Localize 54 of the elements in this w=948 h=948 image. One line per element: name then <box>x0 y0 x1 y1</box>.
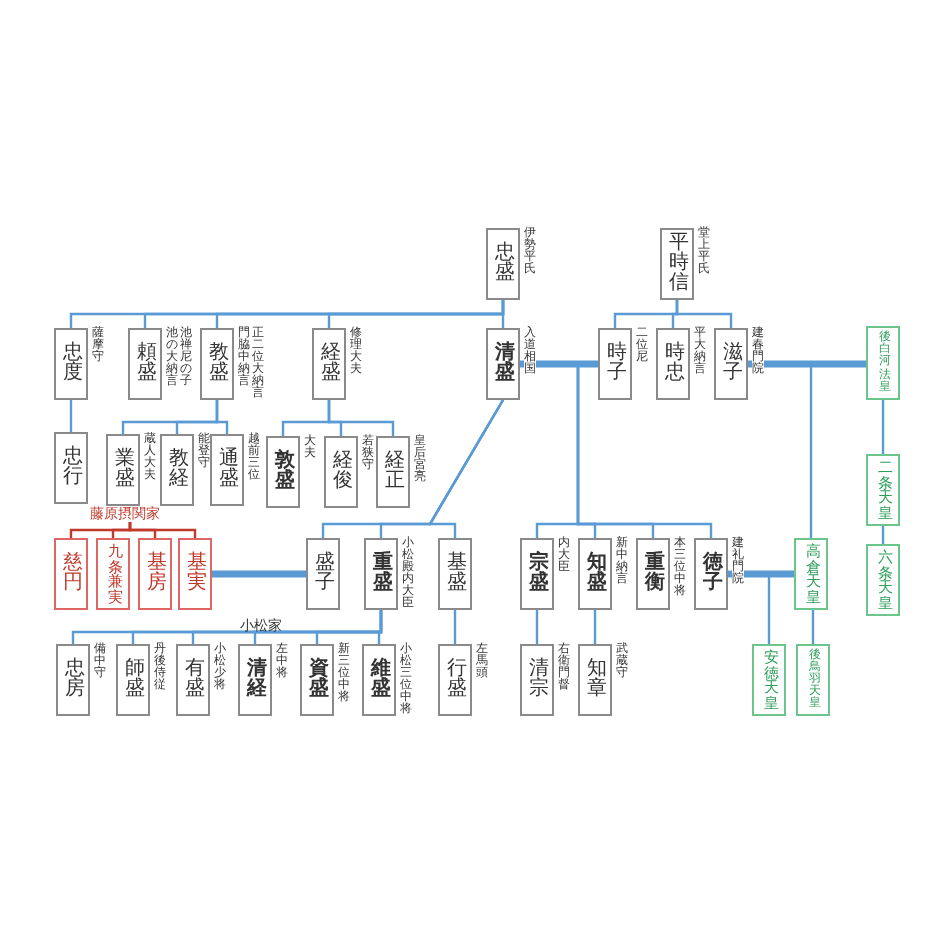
name-box: 清宗 <box>520 644 554 716</box>
name-box: 忠盛 <box>486 228 520 300</box>
lineage-line <box>427 399 505 538</box>
name-box: 経盛 <box>312 328 346 400</box>
name-box: 資盛 <box>300 644 334 716</box>
name-box: 慈円 <box>54 538 88 610</box>
name-box: 時子 <box>598 328 632 400</box>
lineage-line <box>128 522 197 538</box>
lineage-line <box>675 300 733 328</box>
lineage-line <box>593 610 597 644</box>
name-box: 忠行 <box>54 432 88 504</box>
name-box: 滋子 <box>714 328 748 400</box>
lineage-line <box>215 400 229 434</box>
name-box: 維盛 <box>362 644 396 716</box>
lineage-line <box>377 610 383 644</box>
name-box: 師盛 <box>116 644 150 716</box>
name-box: 経正 <box>376 436 410 508</box>
name-box: 清盛 <box>486 328 520 400</box>
name-box: 忠房 <box>56 644 90 716</box>
name-box: 基盛 <box>438 538 472 610</box>
name-box: 教盛 <box>200 328 234 400</box>
name-box: 宗盛 <box>520 538 554 610</box>
lineage-line <box>69 400 73 432</box>
name-box: 頼盛 <box>128 328 162 400</box>
name-box: 徳子 <box>694 538 728 610</box>
name-box: 経俊 <box>324 436 358 508</box>
name-box: 知章 <box>578 644 612 716</box>
name-box: 行盛 <box>438 644 472 716</box>
name-box: 知盛 <box>578 538 612 610</box>
name-box: 敦盛 <box>266 436 300 508</box>
lineage-line <box>327 300 505 328</box>
marriage-line <box>212 570 306 578</box>
name-box: 基房 <box>138 538 172 610</box>
name-box: 基実 <box>178 538 212 610</box>
name-box: 忠度 <box>54 328 88 400</box>
lineage-line <box>576 362 713 538</box>
name-box: 清経 <box>238 644 272 716</box>
name-box: 教経 <box>160 434 194 506</box>
name-box: 重盛 <box>364 538 398 610</box>
name-box: 通盛 <box>210 434 244 506</box>
name-box: 重衡 <box>636 538 670 610</box>
marriage-line <box>520 360 598 368</box>
name-box: 有盛 <box>176 644 210 716</box>
lineage-line <box>453 610 457 644</box>
marriage-line <box>748 360 866 368</box>
lineage-line <box>811 610 815 644</box>
lineage-line <box>535 610 539 644</box>
lineage-line <box>327 400 395 436</box>
name-box: 平時信 <box>660 228 694 300</box>
name-box: 盛子 <box>306 538 340 610</box>
name-box: 業盛 <box>106 434 140 506</box>
marriage-line <box>728 570 794 578</box>
lineage-line <box>881 400 885 454</box>
name-box: 時忠 <box>656 328 690 400</box>
